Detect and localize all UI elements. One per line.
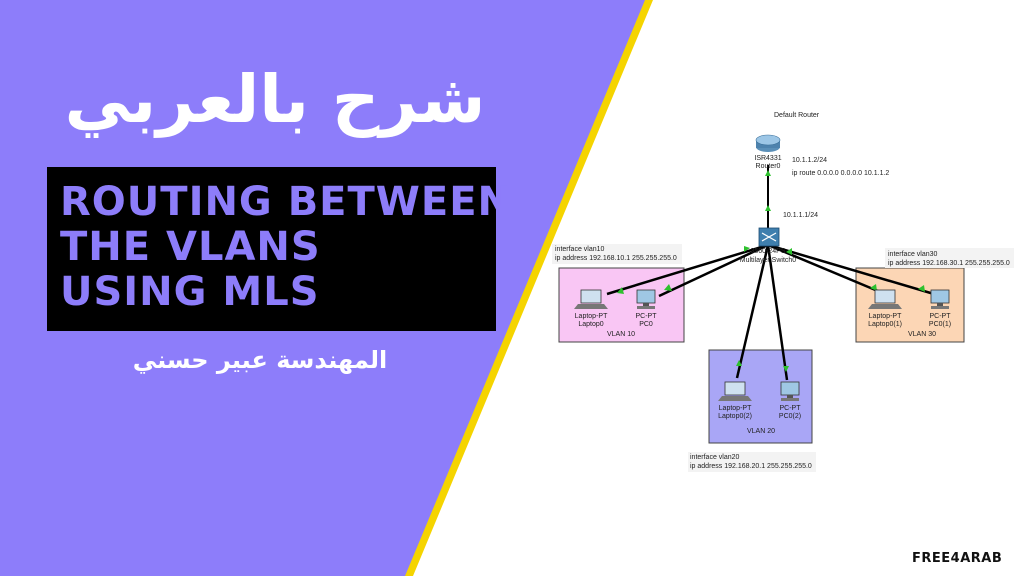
multilayer-switch-icon[interactable]: [758, 227, 780, 247]
pc-name-label: PC0(1): [929, 321, 951, 328]
link-pc0-1: [767, 243, 935, 296]
pc-type-label: PC-PT: [930, 313, 952, 320]
link-up-indicator: [918, 285, 925, 292]
pc-name-label: PC0(2): [779, 413, 801, 420]
link-laptop0-2: [735, 244, 770, 379]
vlan30-ip-label: ip address 192.168.30.1 255.255.255.0: [888, 260, 1010, 267]
switch-name-label: Multilayer Switch0: [740, 257, 797, 264]
title-box: [47, 167, 496, 331]
laptop-icon[interactable]: [574, 289, 608, 309]
vlan10-ip-label: ip address 192.168.10.1 255.255.255.0: [555, 255, 677, 262]
laptop-name-label: Laptop0(2): [718, 413, 752, 420]
brand-logo: FREE4ARAB: [912, 551, 1003, 566]
link-pc0: [658, 243, 769, 298]
link-up-indicator: [736, 360, 742, 366]
laptop-type-label: Laptop-PT: [719, 405, 752, 412]
vlan10-label: VLAN 10: [607, 331, 635, 338]
yellow-stripe: [405, 0, 653, 576]
english-title-line-2: THE VLANS: [60, 224, 321, 270]
link-laptop0: [606, 243, 769, 296]
pc-icon[interactable]: [636, 289, 656, 309]
vlan20-ip-label: ip address 192.168.20.1 255.255.255.0: [690, 463, 812, 470]
vlan20-label: VLAN 20: [747, 428, 775, 435]
link-up-indicator: [664, 284, 672, 291]
link-up-indicator: [870, 284, 877, 291]
ip-route-label: ip route 0.0.0.0 0.0.0.0 10.1.1.2: [792, 170, 889, 177]
router-name-label: Router0: [756, 163, 781, 170]
vlan30-label: VLAN 30: [908, 331, 936, 338]
router-icon[interactable]: [755, 134, 781, 152]
laptop-type-label: Laptop-PT: [869, 313, 902, 320]
default-router-label: Default Router: [774, 112, 820, 119]
link-up-indicator: [786, 248, 792, 255]
switch-ip-label: 10.1.1.1/24: [783, 212, 818, 219]
pc-type-label: PC-PT: [636, 313, 658, 320]
pc-type-label: PC-PT: [780, 405, 802, 412]
laptop-icon[interactable]: [718, 381, 752, 401]
vlan30-interface-label: interface vlan30: [888, 251, 938, 258]
link-up-indicator: [744, 246, 750, 252]
pc-icon[interactable]: [780, 381, 800, 401]
laptop-type-label: Laptop-PT: [575, 313, 608, 320]
laptop-name-label: Laptop0: [578, 321, 603, 328]
vlan30-config-note: [885, 248, 1014, 268]
link-up-indicator: [617, 287, 624, 294]
router-ip-label: 10.1.1.2/24: [792, 157, 827, 164]
vlan20-config-note: [688, 452, 816, 472]
link-up-indicator: [765, 170, 771, 176]
link-up-indicator: [783, 366, 789, 372]
vlan10-interface-label: interface vlan10: [555, 246, 605, 253]
pc-icon[interactable]: [930, 289, 950, 309]
english-title: ROUTING BETWEEN THE VLANS USING MLS: [60, 179, 513, 315]
laptop-name-label: Laptop0(1): [868, 321, 902, 328]
link-pc0-2: [766, 244, 789, 381]
author-name: المهندسة عبير حسني: [132, 346, 388, 374]
vlan10-config-note: [552, 244, 682, 264]
english-title-line-1: ROUTING BETWEEN: [60, 179, 513, 225]
link-up-indicator: [765, 205, 771, 211]
link-laptop0-1: [767, 243, 886, 296]
english-title-line-3: USING MLS: [60, 269, 320, 315]
switch-model-label: 3560-24PS: [750, 248, 785, 255]
vlan20-interface-label: interface vlan20: [690, 454, 740, 461]
laptop-icon[interactable]: [868, 289, 902, 309]
arabic-title: شرح بالعربي: [64, 61, 486, 138]
pc-name-label: PC0: [639, 321, 653, 328]
router-model-label: ISR4331: [754, 155, 781, 162]
